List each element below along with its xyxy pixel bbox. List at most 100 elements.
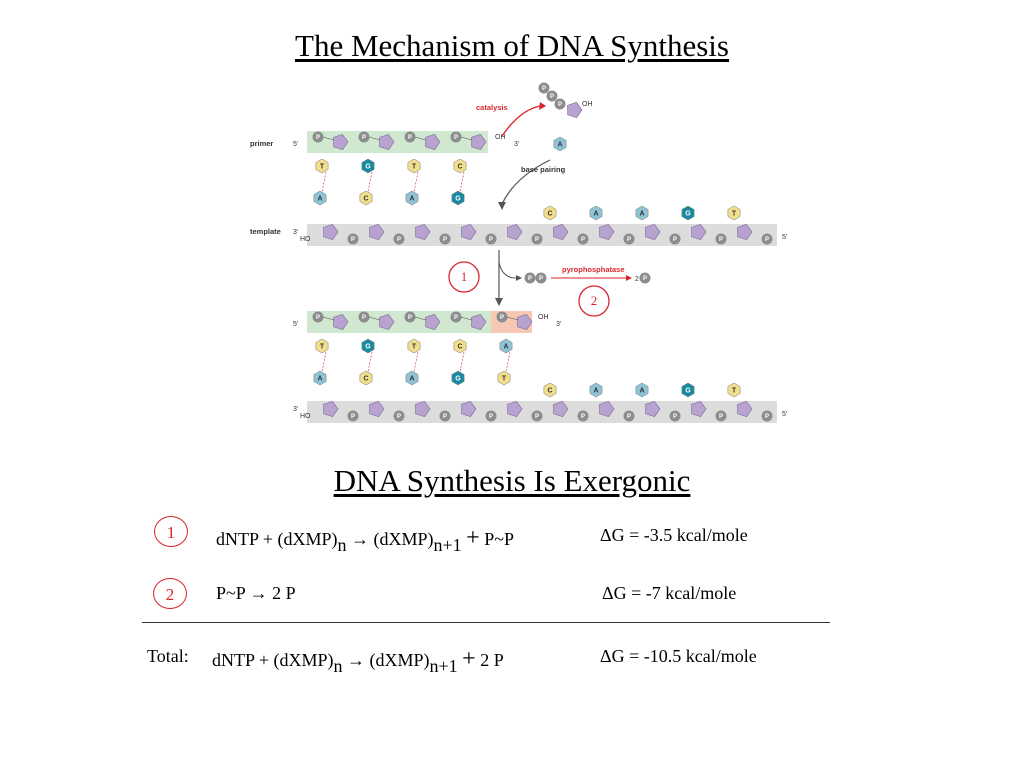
bottom-panel-pair-3-bottom-base-letter: G [455, 375, 461, 382]
top-panel-template-phosphate-6 [623, 233, 635, 245]
product-phosphate-label: P [643, 276, 647, 282]
top-panel-pair-2-top-base-letter: T [412, 163, 417, 170]
product-phosphate [639, 272, 651, 284]
reaction-1-lhs-subscript: n [337, 535, 347, 555]
bottom-panel-template-phosphate-7-label: P [673, 414, 677, 420]
top-panel-primer-phosphate-2-label: P [408, 135, 412, 141]
bottom-panel-template-phosphate-8 [715, 410, 727, 422]
top-panel-unpaired-base-1 [589, 205, 603, 221]
bottom-panel-template-phosphate-9-label: P [765, 414, 769, 420]
bottom-panel-pair-2-bottom-base-letter: A [409, 375, 414, 382]
top-panel-pair-0-top-base-letter: T [320, 163, 325, 170]
bottom-panel-template-phosphate-1-label: P [397, 414, 401, 420]
top-panel-primer-3prime: 3' [514, 141, 519, 148]
ppi-phosphate-2-label: P [539, 276, 543, 282]
bottom-panel-template-phosphate-6-label: P [627, 414, 631, 420]
top-panel-primer-sugar-1 [379, 134, 395, 150]
bottom-panel-template-phosphate-3-label: P [489, 414, 493, 420]
bottom-panel-pair-2-top-base [407, 338, 421, 354]
bottom-panel-template-sugar-9 [737, 401, 753, 417]
bottom-panel-template-phosphate-2-label: P [443, 414, 447, 420]
bottom-panel-pair-0-top-base-letter: T [320, 343, 325, 350]
top-panel-primer-phosphate-1 [358, 131, 370, 143]
diagram-step-badge-1 [448, 261, 480, 293]
diagram-step-badge-2 [578, 285, 610, 317]
bottom-panel-primer-phosphate-1-label: P [362, 315, 366, 321]
total-lhs: dNTP + (dXMP) [212, 650, 334, 670]
bottom-panel-pair-3-top-base [453, 338, 467, 354]
bottom-panel-template-sugar-1 [369, 401, 385, 417]
top-panel-pair-2-bottom-base [405, 190, 419, 206]
bottom-panel-template-sugar-0 [323, 401, 339, 417]
top-panel-unpaired-base-0-letter: C [547, 210, 552, 217]
reaction-1-product: P~P [484, 529, 514, 549]
ppi-phosphate-1 [524, 272, 536, 284]
incoming-phosphate-3 [554, 98, 566, 110]
bottom-panel-pair-4-bottom-base [497, 370, 511, 386]
top-panel-template-phosphate-8 [715, 233, 727, 245]
top-panel-template-sugar-7 [645, 224, 661, 240]
reaction-1-arrow: → [351, 529, 369, 549]
bottom-panel-pair-0-top-base [315, 338, 329, 354]
ppi-phosphate-1-label: P [528, 276, 532, 282]
bottom-panel-template-sugar-5 [553, 401, 569, 417]
total-rhs-subscript: n+1 [429, 656, 458, 676]
bottom-panel-primer-sugar-4 [517, 314, 533, 330]
bottom-panel-primer-phosphate-2-label: P [408, 315, 412, 321]
top-panel-template-sugar-8 [691, 224, 707, 240]
bottom-panel-template-phosphate-9 [761, 410, 773, 422]
top-panel-template-phosphate-5 [577, 233, 589, 245]
top-panel-unpaired-base-1-letter: A [593, 210, 598, 217]
bottom-panel-primer-5prime: 5' [293, 321, 298, 328]
top-panel-pair-2-top-base [407, 158, 421, 174]
bottom-panel-template-phosphate-4-label: P [535, 414, 539, 420]
total-label: Total: [147, 646, 189, 666]
top-panel-template-sugar-3 [461, 224, 477, 240]
top-panel-template-sugar-2 [415, 224, 431, 240]
bottom-panel-unpaired-base-2 [635, 382, 649, 398]
process-arrowhead [495, 298, 503, 306]
bottom-panel-template-5prime: 5' [782, 411, 787, 418]
top-panel-template-sugar-5 [553, 224, 569, 240]
step-badge-1: 1 [154, 516, 188, 547]
top-panel-template-ho: HO [300, 236, 311, 243]
top-panel-template-phosphate-9-label: P [765, 237, 769, 243]
bottom-panel-template-ho: HO [300, 413, 311, 420]
bottom-panel-unpaired-base-2-letter: A [639, 387, 644, 394]
bottom-panel-pair-4-hbond [505, 351, 511, 373]
top-panel-pair-1-top-base-letter: G [365, 163, 371, 170]
top-panel-primer-link-2 [414, 136, 427, 141]
bottom-panel-pair-0-hbond [321, 351, 327, 373]
bottom-panel-template-phosphate-5-label: P [581, 414, 585, 420]
pyrophosphatase-arrowhead [626, 275, 632, 281]
bottom-panel-template-phosphate-4 [531, 410, 543, 422]
top-panel-primer-link-1 [368, 136, 381, 141]
top-panel-pair-1-bottom-base [359, 190, 373, 206]
bottom-panel-template-phosphate-2 [439, 410, 451, 422]
top-panel-template-phosphate-0 [347, 233, 359, 245]
top-panel-template-sugar-9 [737, 224, 753, 240]
top-panel-template-phosphate-3 [485, 233, 497, 245]
catalysis-arrow [501, 105, 541, 137]
top-panel-template-phosphate-2-label: P [443, 237, 447, 243]
bottom-panel-pair-3-top-base-letter: C [457, 343, 462, 350]
top-panel-primer-sugar-2 [425, 134, 441, 150]
bottom-panel-pair-4-top-base-letter: A [503, 343, 508, 350]
bottom-panel-primer-sugar-2 [425, 314, 441, 330]
catalysis-label: catalysis [476, 103, 508, 112]
bottom-panel-primer-link-4 [506, 316, 519, 321]
bottom-panel-pair-4-top-base [499, 338, 513, 354]
bottom-panel-pair-3-bottom-base [451, 370, 465, 386]
incoming-oh: OH [582, 101, 593, 108]
total-product: 2 P [480, 650, 504, 670]
bottom-panel-unpaired-base-0 [543, 382, 557, 398]
top-panel-primer-sugar-3 [471, 134, 487, 150]
top-panel-pair-0-bottom-base [313, 190, 327, 206]
reaction-1-lhs: dNTP + (dXMP) [216, 529, 338, 549]
incoming-phosphate-3-label: P [558, 102, 562, 108]
bottom-panel-unpaired-base-1 [589, 382, 603, 398]
top-panel-template-phosphate-7-label: P [673, 237, 677, 243]
bottom-panel-primer-phosphate-4-label: P [500, 315, 504, 321]
top-panel-template-sugar-4 [507, 224, 523, 240]
base-pairing-arrow [501, 159, 551, 205]
